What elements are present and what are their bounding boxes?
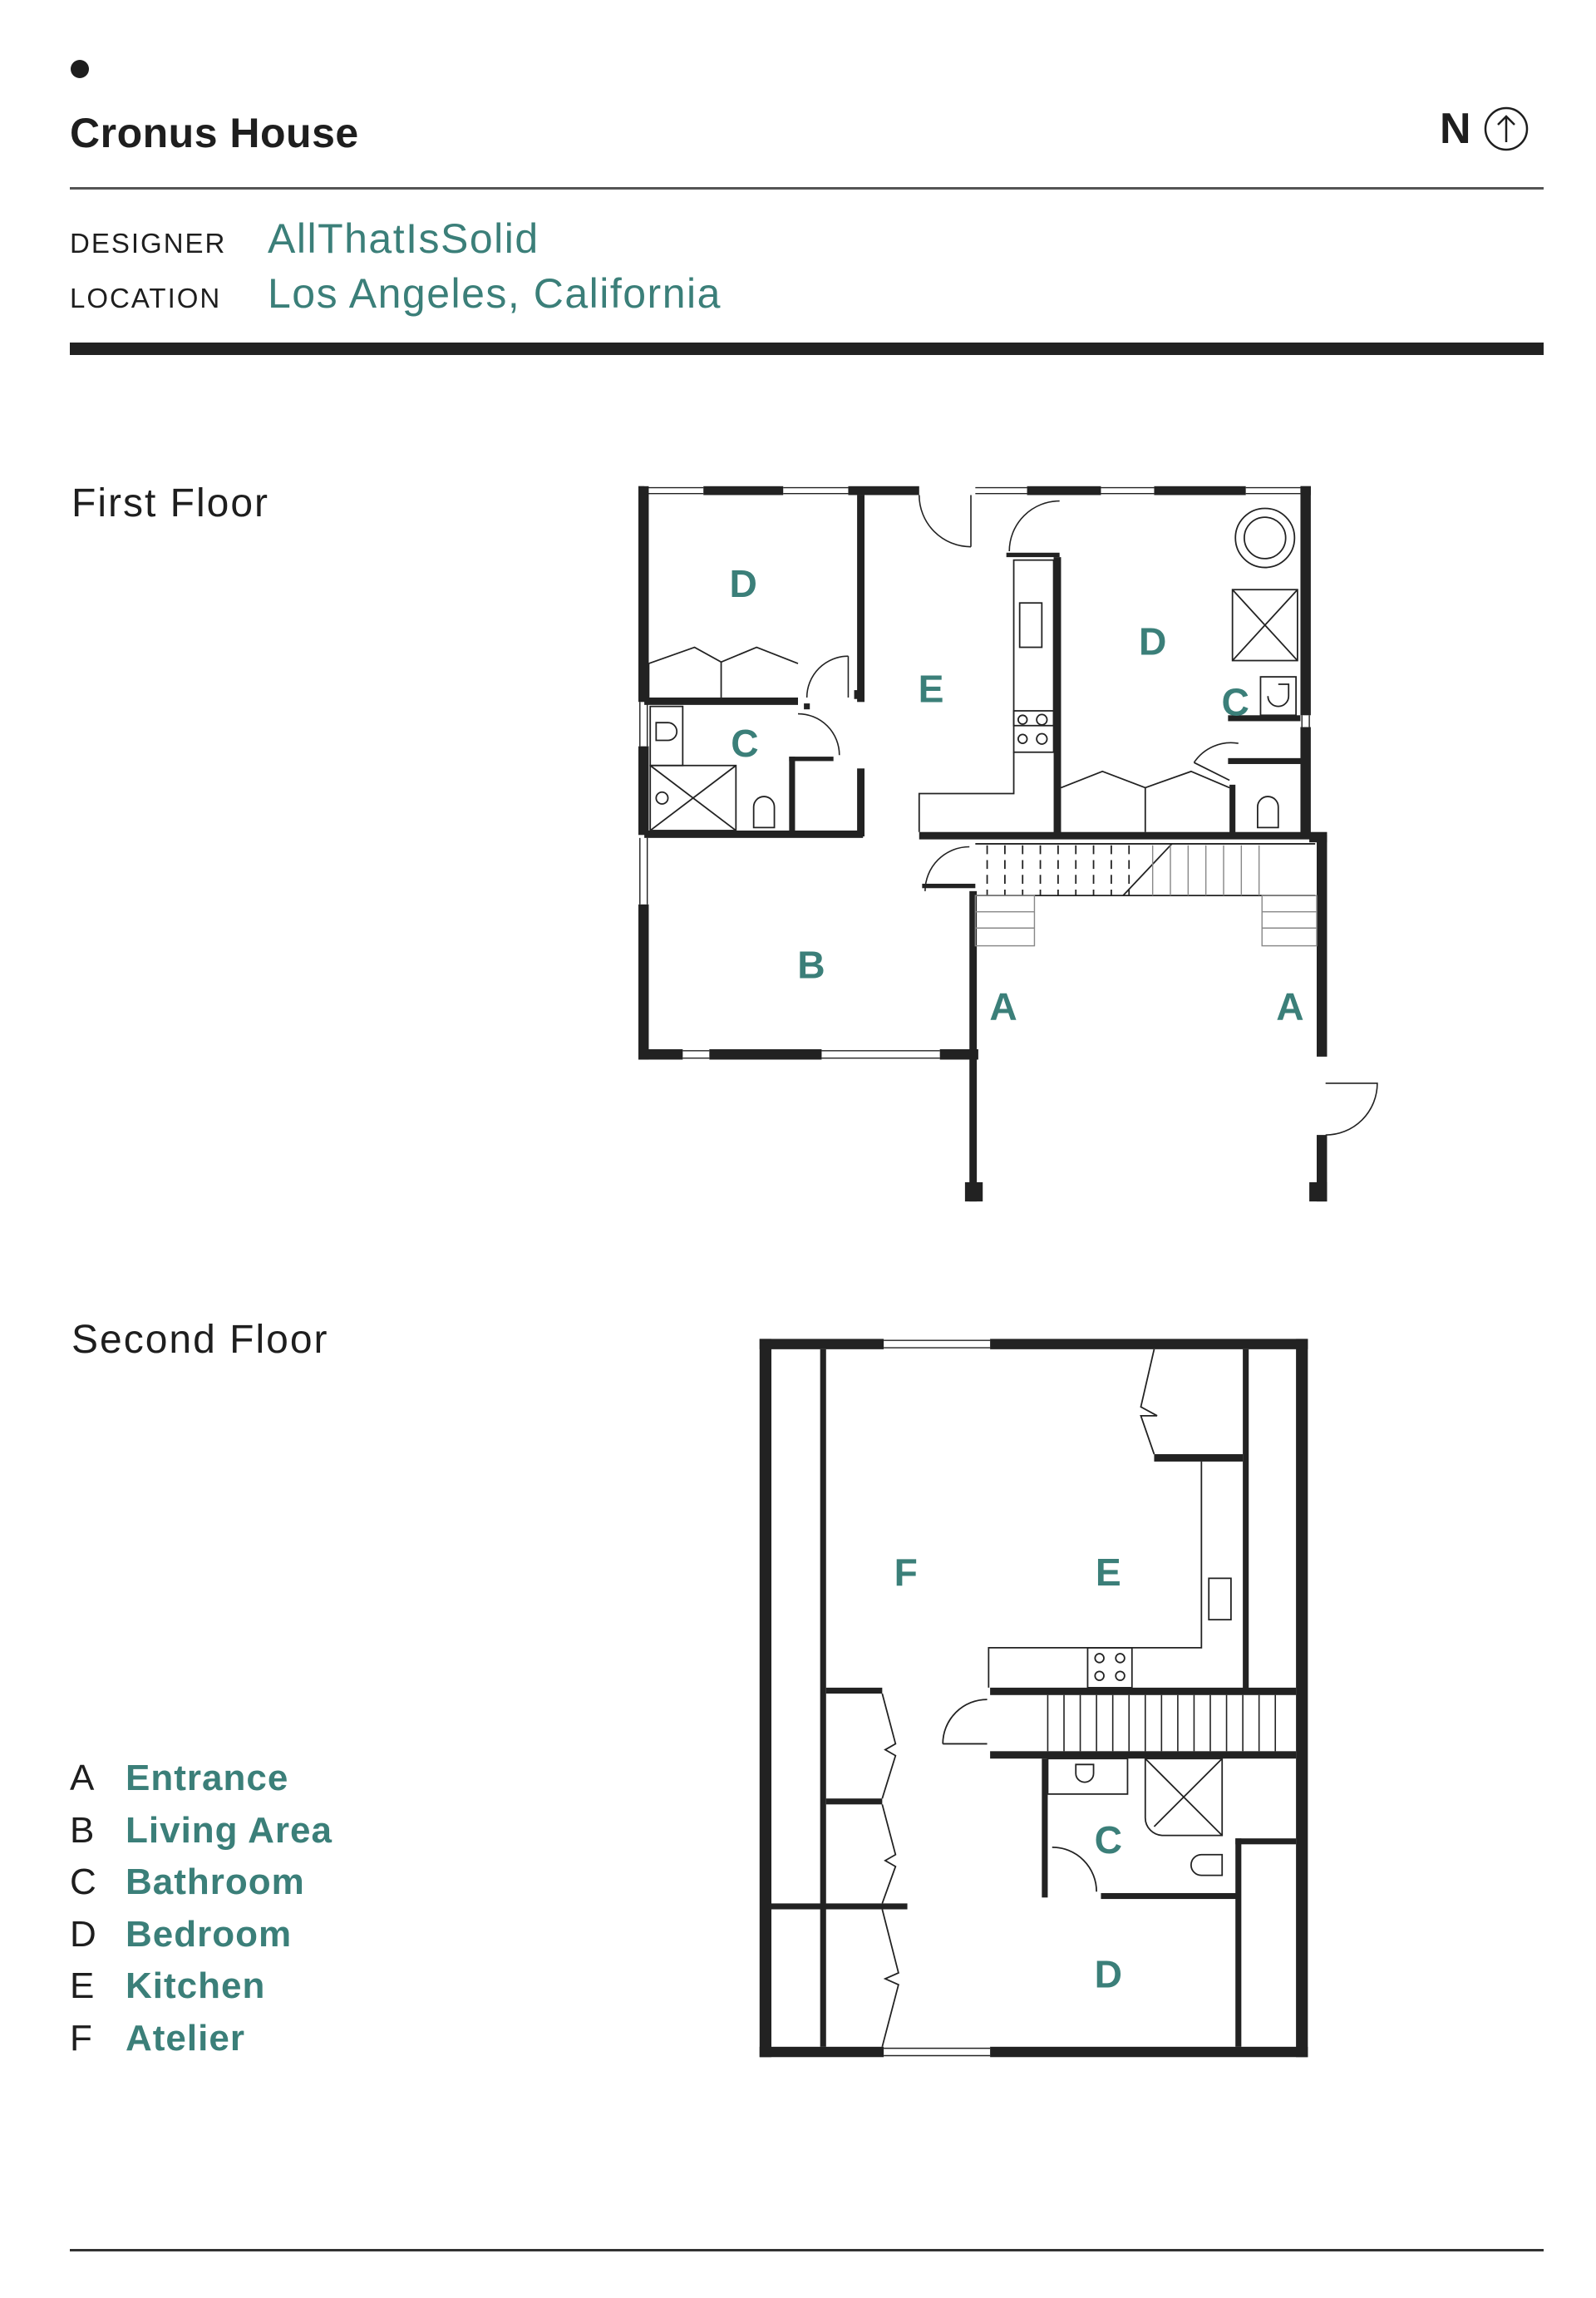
room-label-a: A [1276,984,1303,1028]
north-indicator: N [1440,106,1530,152]
room-label-c: C [1222,680,1249,723]
legend-key: B [70,1809,95,1851]
room-label-a: A [989,984,1017,1028]
page-title: Cronus House [70,110,359,156]
legend-key: C [70,1862,96,1903]
legend-key: E [70,1965,95,2007]
room-label-d: D [1095,1953,1122,1996]
first-floor-label: First Floor [71,481,269,525]
header-divider [70,187,1544,190]
room-labels: D E D C C B A A F E C D [730,562,1304,1996]
legend-item: A Entrance [70,1753,332,1805]
designer-value: AllThatIsSolid [268,215,539,262]
legend-key: D [70,1913,96,1955]
legend-item: F Atelier [70,2013,332,2065]
room-label-c: C [1095,1818,1122,1862]
second-floor-plan [759,1339,1308,2058]
legend-name: Bathroom [126,1862,305,1903]
legend-name: Living Area [126,1809,332,1851]
location-row: LOCATION Los Angeles, California [70,269,722,318]
room-label-c: C [731,722,758,765]
room-legend: A Entrance B Living Area C Bathroom D Be… [70,1753,332,2064]
legend-name: Kitchen [126,1965,266,2007]
north-arrow-circle-icon [1484,106,1528,151]
designer-row: DESIGNER AllThatIsSolid [70,215,539,263]
room-label-e: E [919,667,944,710]
location-label: LOCATION [70,283,222,313]
second-floor-label: Second Floor [71,1318,329,1362]
legend-item: E Kitchen [70,1960,332,2013]
legend-item: B Living Area [70,1805,332,1857]
north-label: N [1440,105,1471,153]
legend-key: F [70,2017,92,2059]
room-label-b: B [797,944,825,987]
room-label-e: E [1096,1551,1121,1594]
legend-name: Atelier [126,2017,245,2059]
bullet-dot [71,60,89,78]
room-label-f: F [894,1551,918,1594]
legend-name: Entrance [126,1758,289,1799]
footer-divider [70,2249,1544,2251]
legend-item: D Bedroom [70,1909,332,1961]
legend-name: Bedroom [126,1913,293,1955]
legend-key: A [70,1758,95,1799]
location-value: Los Angeles, California [268,270,722,317]
header-thick-divider [70,343,1544,355]
legend-item: C Bathroom [70,1857,332,1909]
first-floor-plan [638,486,1378,1202]
room-label-d: D [730,562,757,605]
room-label-d: D [1139,619,1166,663]
designer-label: DESIGNER [70,228,227,259]
